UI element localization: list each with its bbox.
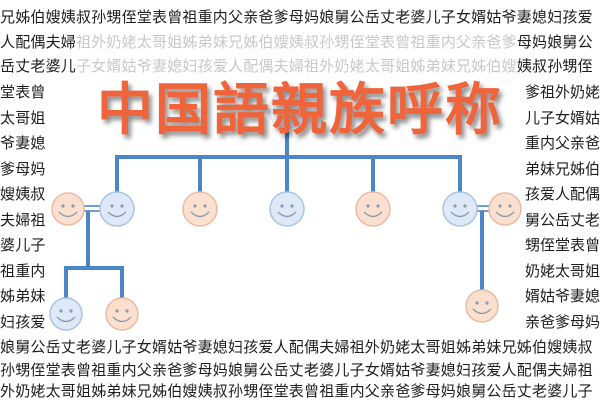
female-face-icon [488, 192, 522, 226]
text-row-right: 婿姑爷妻媳 [524, 287, 600, 305]
male-face-icon [49, 297, 83, 331]
person-nodes [49, 191, 522, 331]
female-face-icon [51, 192, 85, 226]
text-fragment: 母妈娘舅公 [516, 33, 593, 51]
text-row-right: 亲爸爹母妈 [524, 313, 600, 331]
text-row: 岳丈老婆儿子女婿姑爷妻媳妇孩爱人配偶夫婦祖外奶姥太哥姐姊弟妹兄姊伯嫂姨叔孙甥侄 [0, 57, 593, 75]
text-row-left: 夫婦祖 [0, 211, 46, 229]
text-row-left: 姊弟妹 [0, 287, 46, 305]
female-face-icon [182, 191, 218, 227]
male-face-icon [269, 191, 305, 227]
male-face-icon [99, 191, 135, 227]
text-row-right: 奶姥太哥姐 [524, 262, 600, 280]
tree-connectors [64, 100, 484, 298]
text-row-right: 舅公岳丈老 [524, 211, 600, 229]
text-row-left: 堂表曾 [0, 83, 46, 101]
faded-text-fragment: 子女婿姑爷妻媳妇孩爱人配偶夫婦祖外奶姥太哥姐姊弟妹兄姊伯嫂 [76, 57, 517, 75]
text-row: 人配偶夫婦祖外奶姥太哥姐姊弟妹兄姊伯嫂姨叔孙甥侄堂表曾祖重内父亲爸爹母妈娘舅公 [0, 33, 593, 51]
text-row-left: 嫂姨叔 [0, 185, 46, 203]
text-row-left: 妇孩爱 [0, 313, 46, 331]
text-row-right: 甥侄堂表曾 [524, 236, 600, 254]
text-row-right: 爹祖外奶姥 [524, 83, 600, 101]
text-row-left: 太哥姐 [0, 109, 46, 127]
female-face-icon [355, 191, 391, 227]
text-row-left: 婆儿子 [0, 236, 46, 254]
page-title: 中国語親族呼称 [97, 77, 503, 143]
text-row: 娘舅公岳丈老婆儿子女婿姑爷妻媳妇孩爱人配偶夫婦祖外奶姥太哥姐姊弟妹兄姊伯嫂姨叔 [0, 338, 593, 356]
text-fragment: 人配偶夫婦 [0, 33, 77, 51]
text-row: 孙甥侄堂表曾祖重内父亲爸爹母妈娘舅公岳丈老婆儿子女婿姑爷妻媳妇孩爱人配偶夫婦祖 [0, 361, 593, 379]
text-row-left: 爹母妈 [0, 160, 46, 178]
text-row-right: 孩爱人配偶 [524, 185, 600, 203]
text-row-left: 爷妻媳 [0, 134, 46, 152]
text-row: 外奶姥太哥姐姊弟妹兄姊伯嫂姨叔孙甥侄堂表曾祖重内父亲爸爹母妈娘舅公岳丈老婆儿子 [0, 382, 593, 400]
text-row: 兄姊伯嫂姨叔孙甥侄堂表曾祖重内父亲爸爹母妈娘舅公岳丈老婆儿子女婿姑爷妻媳妇孩爱 [0, 8, 593, 26]
faded-text-fragment: 祖外奶姥太哥姐姊弟妹兄姊伯嫂姨叔孙甥侄堂表曾祖重内父亲爸爹 [76, 33, 517, 51]
text-fragment: 姨叔孙甥侄 [516, 57, 593, 75]
text-row-right: 重内父亲爸 [524, 134, 600, 152]
male-face-icon [442, 191, 478, 227]
text-fragment: 岳丈老婆儿 [0, 57, 77, 75]
female-face-icon [105, 297, 139, 331]
text-row-right: 弟妹兄姊伯 [524, 160, 600, 178]
text-row-right: 儿子女婿姑 [524, 109, 600, 127]
marriage-lines [84, 205, 490, 212]
text-row-left: 祖重内 [0, 262, 46, 280]
female-face-icon [465, 289, 499, 323]
